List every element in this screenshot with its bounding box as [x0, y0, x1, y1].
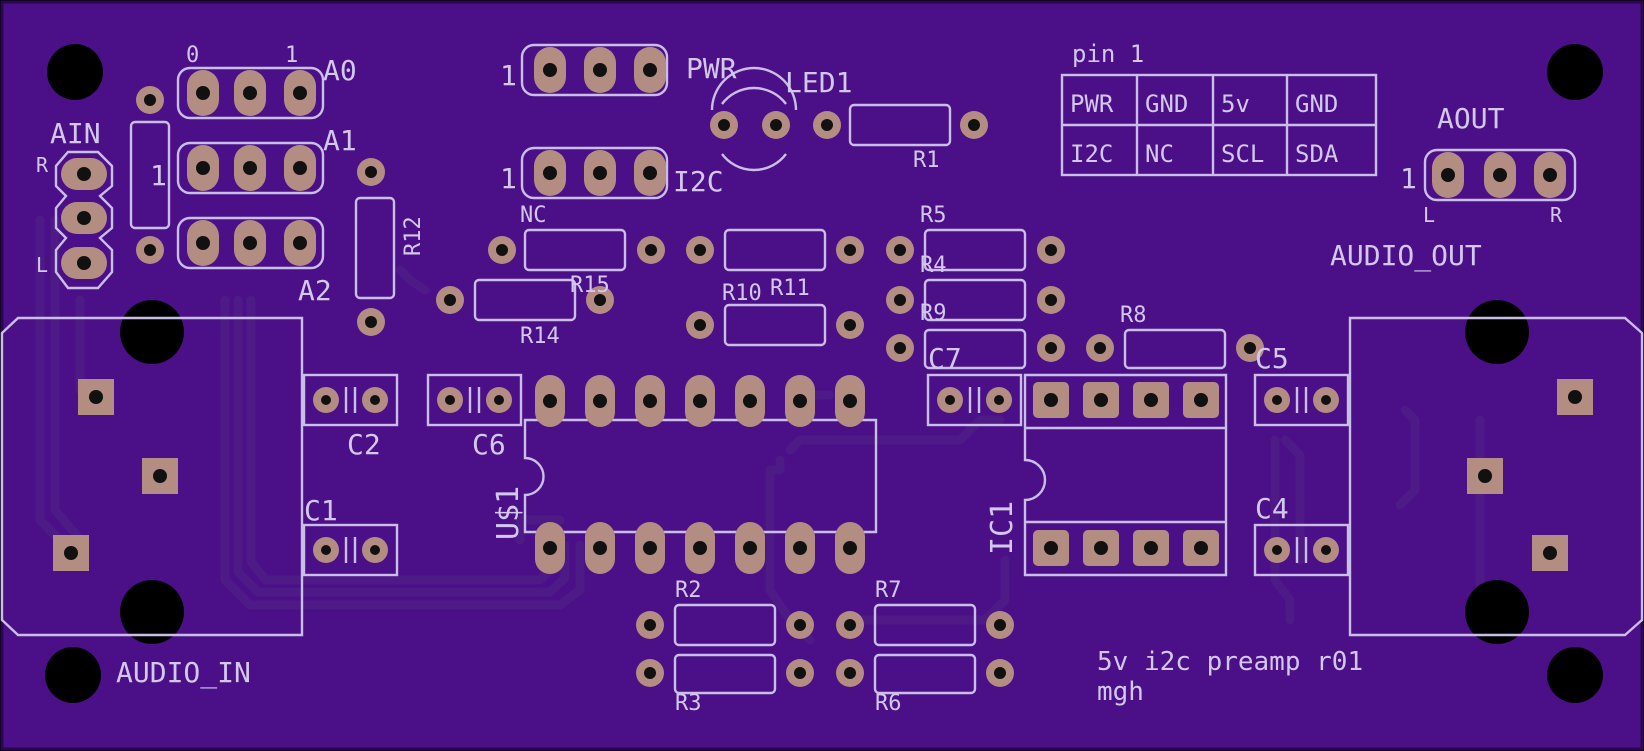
resistor-r8 — [1086, 328, 1264, 370]
board-title: 5v i2c preamp r01 — [1097, 647, 1363, 677]
label-addr-1: 1 — [285, 43, 298, 68]
label-r4: R4 — [920, 253, 947, 278]
label-a0: A0 — [323, 54, 357, 87]
label-ain-l: L — [36, 253, 48, 277]
pin-cell: GND — [1295, 90, 1338, 118]
label-c5: C5 — [1255, 342, 1289, 375]
mounting-holes — [45, 44, 1603, 703]
label-r1: R1 — [913, 148, 940, 173]
label-r14: R14 — [520, 324, 560, 349]
label-a1: A1 — [323, 124, 357, 157]
label-r2: R2 — [675, 578, 702, 603]
label-addr-0: 0 — [186, 43, 199, 68]
resistor-r12 — [354, 158, 396, 336]
c5-outline — [1253, 373, 1350, 427]
c2-outline — [302, 373, 399, 427]
label-r3: R3 — [675, 691, 702, 716]
label-r5: R5 — [920, 203, 947, 228]
capacitors — [313, 387, 1339, 563]
label-c1: C1 — [304, 494, 338, 527]
label-r8: R8 — [1120, 303, 1147, 328]
label-a2: A2 — [298, 274, 332, 307]
label-aout-pin1: 1 — [1400, 162, 1417, 195]
label-nc: NC — [520, 203, 547, 228]
label-jumper-1: 1 — [150, 159, 167, 192]
resistor-r6 — [836, 653, 1014, 695]
mounting-hole — [1547, 44, 1603, 100]
jack-hole — [120, 580, 184, 644]
mounting-hole — [45, 647, 101, 703]
resistor-r15 — [488, 228, 665, 272]
label-led1: LED1 — [785, 66, 852, 99]
label-r11: R11 — [770, 276, 810, 301]
jack-pads — [53, 379, 1593, 571]
label-c2: C2 — [347, 428, 381, 461]
pin-cell: PWR — [1070, 90, 1114, 118]
resistor-r10 — [686, 303, 864, 347]
c1-outline — [302, 523, 399, 577]
us1-pads — [535, 375, 865, 574]
label-aout: AOUT — [1437, 102, 1505, 135]
label-aout-l: L — [1423, 203, 1435, 227]
resistor-r4 — [886, 278, 1065, 322]
capacitor-c5 — [1264, 387, 1339, 413]
resistor-r1 — [813, 103, 988, 147]
label-ic1: IC1 — [985, 501, 1020, 555]
ic1-pads — [1033, 382, 1219, 566]
label-audio-out: AUDIO_OUT — [1330, 239, 1482, 273]
label-r6: R6 — [875, 691, 902, 716]
capacitor-c4 — [1264, 537, 1339, 563]
resistor-r9 — [886, 328, 1065, 370]
mounting-hole — [1547, 647, 1603, 703]
pin-cell: SCL — [1221, 140, 1264, 168]
pin-cell: SDA — [1295, 140, 1339, 168]
pin-cell: NC — [1145, 140, 1174, 168]
capacitor-c2 — [313, 387, 388, 413]
label-pwr: PWR — [686, 52, 737, 85]
resistor-r2 — [636, 603, 814, 647]
label-r12: R12 — [401, 216, 426, 256]
c4-outline — [1253, 523, 1350, 577]
label-r15: R15 — [570, 273, 610, 298]
label-aout-r: R — [1550, 203, 1563, 227]
label-i2c: I2C — [673, 165, 724, 198]
label-r9: R9 — [920, 301, 947, 326]
jack-hole — [1465, 300, 1529, 364]
capacitor-c7 — [937, 387, 1012, 413]
label-audio-in: AUDIO_IN — [116, 656, 251, 690]
label-c6: C6 — [472, 428, 506, 461]
resistors — [129, 86, 1264, 695]
label-i2c-pin1: 1 — [500, 162, 517, 195]
label-pwr-pin1: 1 — [500, 59, 517, 92]
silkscreen-text: 0 1 A0 A1 A2 AIN R L 1 1 PWR 1 I2C AOUT … — [36, 40, 1563, 716]
label-ain: AIN — [50, 117, 101, 150]
label-r7: R7 — [875, 578, 902, 603]
pin-cell: GND — [1145, 90, 1188, 118]
jack-hole — [120, 300, 184, 364]
capacitor-c1 — [313, 537, 388, 563]
resistor-r3 — [636, 653, 814, 695]
resistor-r11 — [686, 228, 864, 272]
pin-cell: 5v — [1221, 90, 1250, 118]
header-pads — [61, 47, 1566, 279]
board-author: mgh — [1097, 677, 1144, 707]
pin-cell: I2C — [1070, 140, 1113, 168]
label-us1: U$1 — [491, 486, 526, 540]
label-r10: R10 — [722, 281, 762, 306]
mounting-hole — [47, 44, 103, 100]
resistor-r5 — [886, 228, 1065, 272]
capacitor-c6 — [437, 387, 512, 413]
jack-hole — [1465, 580, 1529, 644]
label-c7: C7 — [928, 342, 962, 375]
resistor-jumper — [129, 86, 171, 264]
c7-outline — [926, 373, 1023, 427]
resistor-r14 — [436, 278, 614, 322]
pin-table-title: pin 1 — [1072, 40, 1144, 68]
silkscreen-outlines — [0, 43, 1644, 637]
c6-outline — [426, 373, 523, 427]
label-c4: C4 — [1255, 492, 1289, 525]
resistor-r7 — [836, 603, 1014, 647]
label-ain-r: R — [36, 153, 49, 177]
